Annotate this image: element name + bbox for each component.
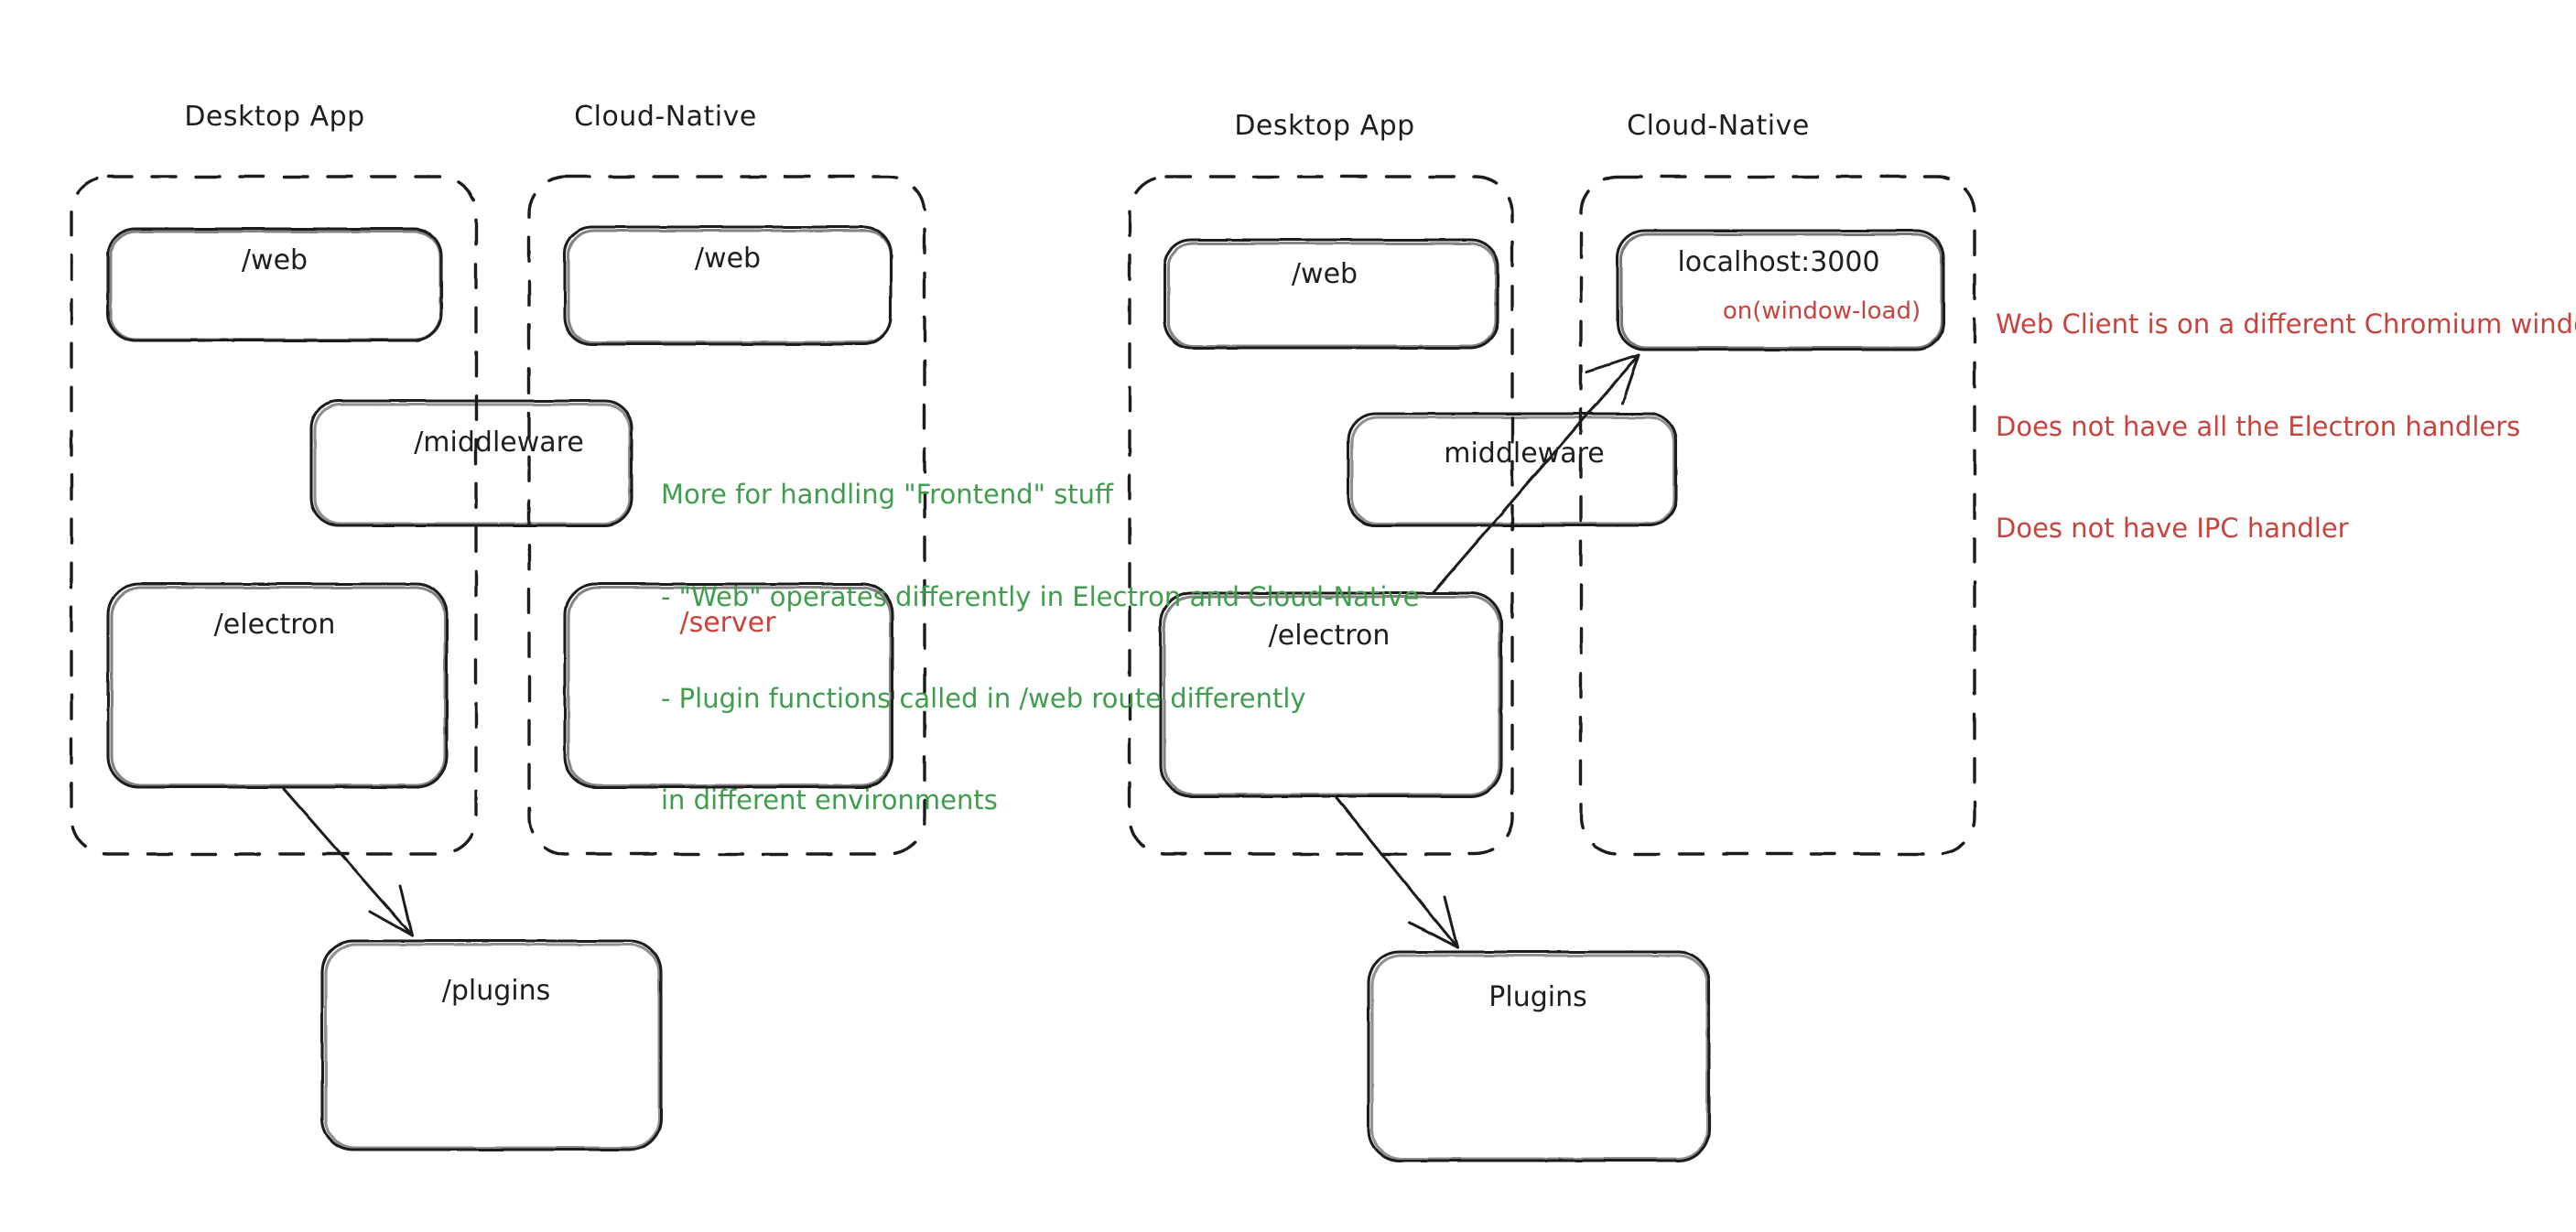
arrow-electron-to-plugins-left <box>282 787 414 937</box>
annotation-line: in different environments <box>661 784 998 816</box>
node-label-left-server[interactable]: /server <box>679 607 776 639</box>
node-label-right-middleware[interactable]: middleware <box>1444 438 1605 470</box>
node-box-left-plugins <box>320 939 663 1151</box>
node-label-right-localhost[interactable]: localhost:3000 <box>1677 246 1880 278</box>
group-title-right-cloud: Cloud-Native <box>1627 110 1810 142</box>
node-label-left-electron[interactable]: /electron <box>213 609 336 641</box>
node-label-right-electron[interactable]: /electron <box>1268 620 1391 652</box>
node-label-left-web[interactable]: /web <box>241 244 308 276</box>
annotation-note-red: Web Client is on a different Chromium wi… <box>1996 240 2576 613</box>
arrow-electron-to-localhost <box>1431 353 1640 595</box>
node-label-left-plugins[interactable]: /plugins <box>441 975 551 1007</box>
node-box-right-web <box>1163 238 1499 350</box>
group-title-left-cloud: Cloud-Native <box>574 101 757 133</box>
node-label-left-middleware[interactable]: /middleware <box>414 427 584 459</box>
group-container-left-desktop <box>70 175 478 856</box>
node-box-left-middleware <box>309 399 633 527</box>
group-title-left-desktop: Desktop App <box>184 101 365 133</box>
node-label-left-cloud-web[interactable]: /web <box>694 243 762 275</box>
group-container-right-cloud <box>1579 175 1976 856</box>
group-title-right-desktop: Desktop App <box>1234 110 1415 142</box>
annotation-line: - Plugin functions called in /web route … <box>661 682 1306 714</box>
node-label-right-plugins[interactable]: Plugins <box>1488 981 1587 1013</box>
annotation-line: More for handling "Frontend" stuff <box>661 479 1113 511</box>
annotation-line: Does not have IPC handler <box>1996 512 2349 544</box>
node-label-right-web[interactable]: /web <box>1291 258 1358 290</box>
node-sublabel-on-window-load: on(window-load) <box>1722 297 1921 325</box>
annotation-note-green: More for handling "Frontend" stuff - "We… <box>661 410 1419 886</box>
annotation-line: Web Client is on a different Chromium wi… <box>1996 308 2576 340</box>
annotation-line: - "Web" operates differently in Electron… <box>661 580 1420 612</box>
annotation-line: Does not have all the Electron handlers <box>1996 410 2521 442</box>
